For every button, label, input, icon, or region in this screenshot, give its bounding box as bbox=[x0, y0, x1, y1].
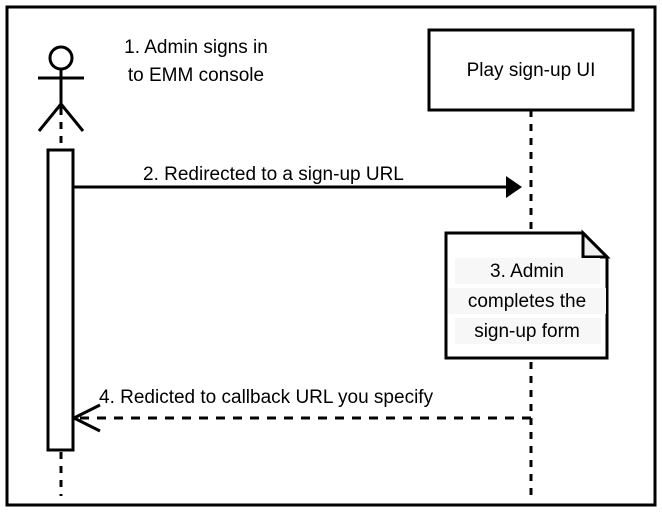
step-2-label: 2. Redirected to a sign-up URL bbox=[143, 164, 404, 185]
note-step-3-line-1: 3. Admin bbox=[490, 261, 564, 282]
step-1-label-line-1: 1. Admin signs in bbox=[124, 37, 268, 58]
actor-activation-bar bbox=[46, 148, 75, 452]
step-1-label-line-2: to EMM console bbox=[128, 65, 264, 86]
note-step-3-line-2: completes the bbox=[468, 291, 586, 312]
step-4-label: 4. Redicted to callback URL you specify bbox=[99, 387, 434, 408]
participant-label-play-signup-ui: Play sign-up UI bbox=[467, 60, 596, 81]
stick-figure-icon bbox=[37, 45, 85, 132]
step-2-arrow bbox=[73, 176, 522, 198]
step-4-arrow bbox=[73, 403, 531, 433]
note-step-3-line-3: sign-up form bbox=[474, 321, 580, 342]
